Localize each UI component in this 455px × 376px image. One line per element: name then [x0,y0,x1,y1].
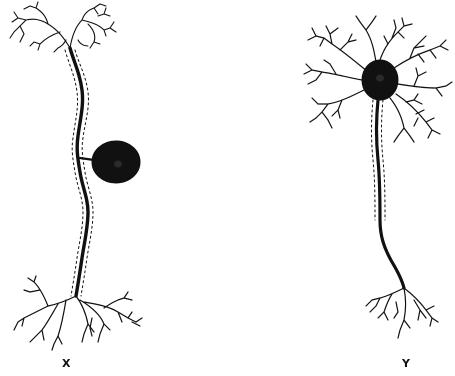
label-y: Y [402,357,410,370]
neuron-y-axon [377,100,405,288]
neuron-x [10,2,142,350]
neuron-y-terminal-branches [366,288,438,338]
neuron-x-nucleus [114,161,122,168]
neuron-x-axon-sheath [75,50,93,296]
neuron-x-top-branches [10,2,116,52]
neuron-y [304,16,452,338]
label-x: X [62,357,70,370]
neuron-y-nucleus [376,75,384,82]
